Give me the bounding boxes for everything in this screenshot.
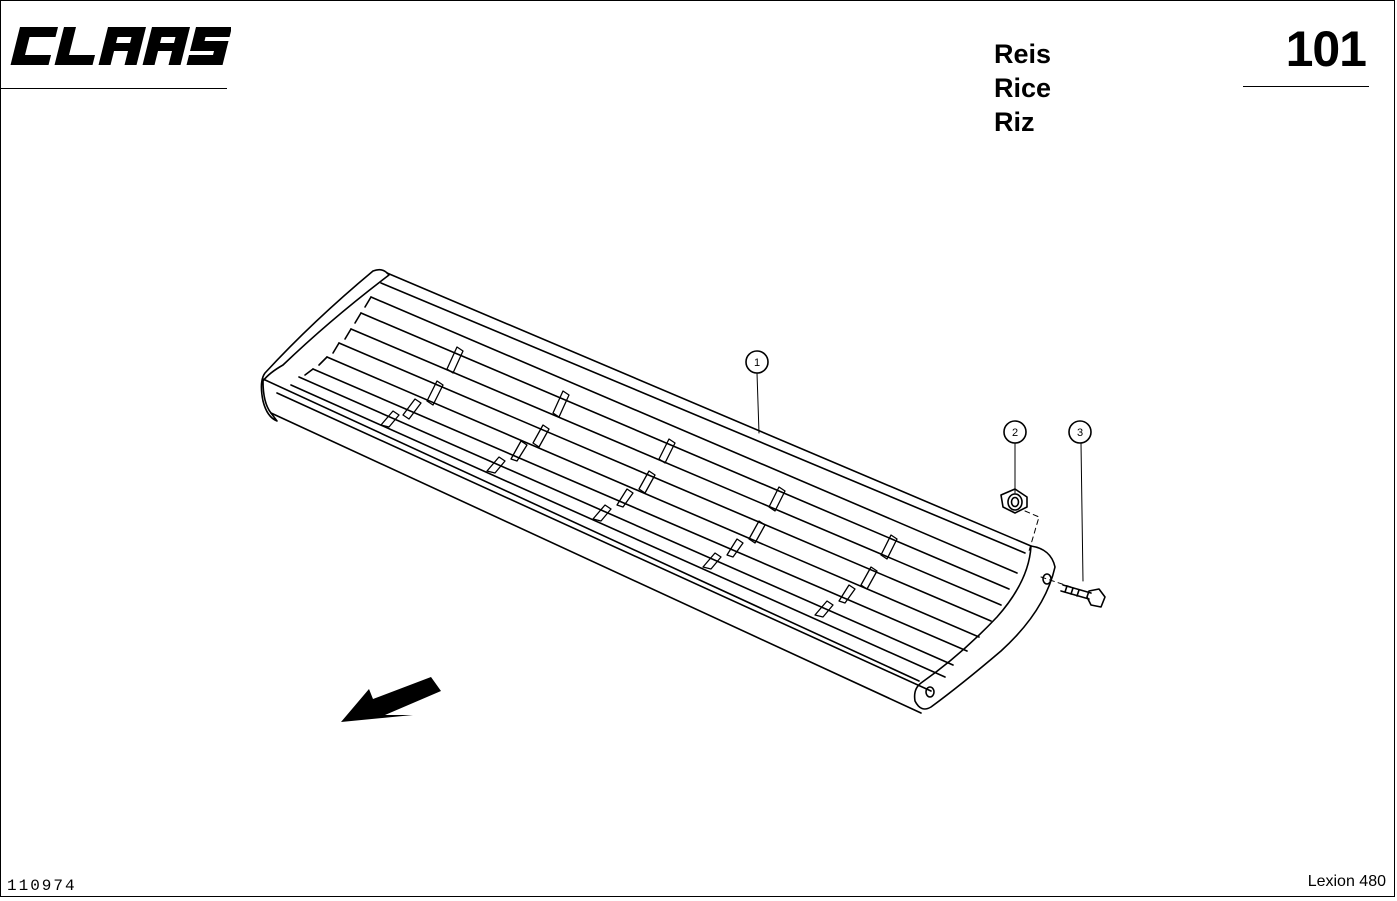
document-id: 110974	[7, 877, 77, 895]
callout-circle-2	[1003, 420, 1027, 444]
page-number: 101	[1285, 21, 1367, 77]
header-rule-left	[1, 88, 227, 89]
claas-logo	[10, 27, 231, 65]
callout-label-3: 3	[1077, 427, 1083, 439]
grain-sieve-frame-icon	[260, 268, 1056, 714]
section-titles: Reis Rice Riz	[994, 37, 1051, 139]
callout-circle-3	[1068, 420, 1092, 444]
travel-direction-arrow-icon	[341, 677, 441, 722]
bolt-icon	[1060, 584, 1106, 608]
section-title-en: Rice	[994, 73, 1052, 103]
callout-label-2: 2	[1012, 427, 1018, 439]
callout-label-1: 1	[754, 357, 760, 369]
nut-icon	[1000, 488, 1028, 514]
callout-leaders	[756, 372, 1084, 588]
callout-circle-1	[745, 350, 769, 374]
header-rule-right	[1243, 86, 1369, 87]
section-title-fr: Riz	[994, 107, 1035, 137]
machine-model: Lexion 480	[1307, 873, 1386, 890]
section-title-de: Reis	[994, 39, 1052, 69]
